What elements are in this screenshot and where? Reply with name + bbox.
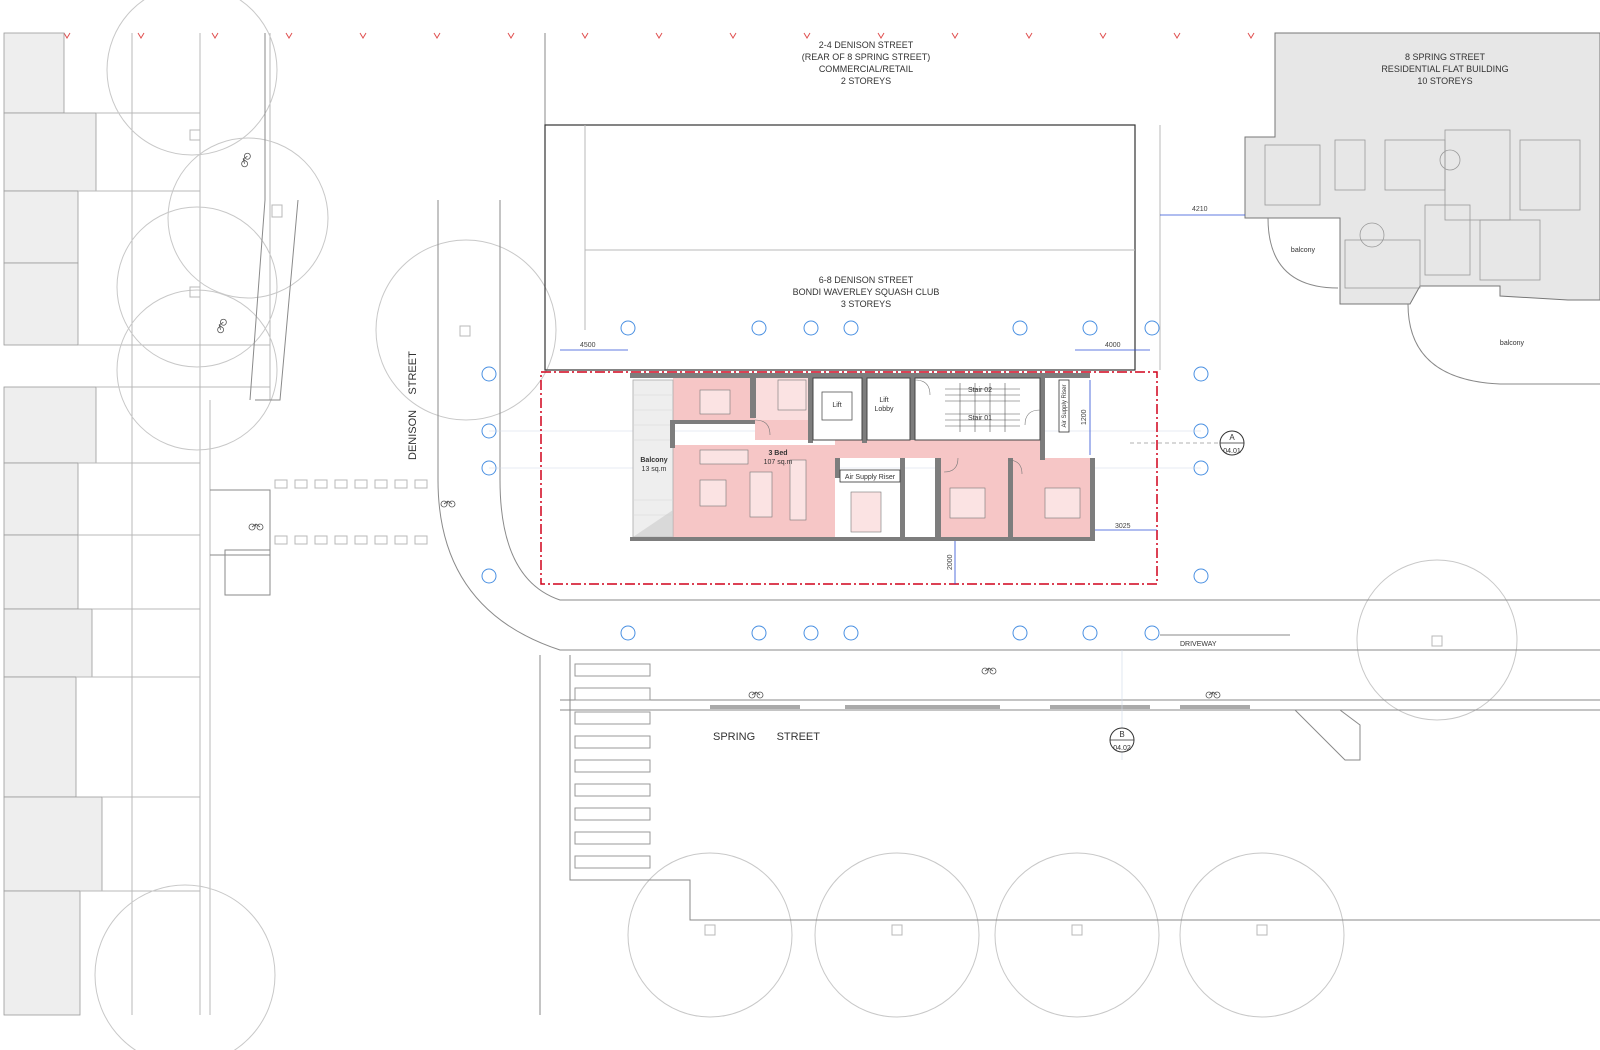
unit-name: 3 Bed bbox=[768, 450, 787, 457]
bicycle-icon bbox=[1205, 691, 1221, 699]
structural-grid-markers bbox=[481, 320, 1209, 641]
svg-text:10 STOREYS: 10 STOREYS bbox=[1417, 76, 1472, 86]
stair-01-label: Stair 01 bbox=[968, 415, 992, 422]
lift-lobby-label-1: Lift bbox=[879, 397, 888, 404]
squash-club-inner-lines bbox=[584, 125, 1161, 370]
svg-text:2 STOREYS: 2 STOREYS bbox=[841, 76, 891, 86]
balcony-label-1: balcony bbox=[1291, 247, 1316, 254]
tree-pits bbox=[189, 129, 1443, 936]
dim-2000: 2000 bbox=[947, 554, 954, 570]
bicycle-icon bbox=[440, 500, 456, 508]
site-boundary bbox=[540, 371, 1158, 585]
unit-area: 107 sq.m bbox=[764, 459, 793, 466]
parking-bays bbox=[274, 479, 428, 545]
spring-street-label: SPRING STREET bbox=[713, 731, 820, 743]
dim-4000: 4000 bbox=[1105, 342, 1121, 349]
section-b-letter: B bbox=[1119, 730, 1124, 739]
section-a-letter: A bbox=[1229, 433, 1235, 442]
kerbs bbox=[210, 33, 1600, 1015]
denison-street-label: DENISON STREET bbox=[407, 351, 419, 460]
dimension-labels: 4500 4000 4210 1200 3025 2000 bbox=[580, 206, 1208, 570]
squash-club-label: 6-8 DENISON STREET BONDI WAVERLEY SQUASH… bbox=[793, 275, 940, 309]
section-marker-a: A 04.01 bbox=[1130, 430, 1245, 456]
western-terraces bbox=[3, 32, 103, 1016]
flat-building bbox=[1244, 32, 1600, 385]
balcony-label-2: balcony bbox=[1500, 340, 1525, 347]
dim-4500: 4500 bbox=[580, 342, 596, 349]
lift-label: Lift bbox=[832, 402, 841, 409]
svg-text:2-4 DENISON STREET: 2-4 DENISON STREET bbox=[819, 40, 914, 50]
section-marker-b: B 04.02 bbox=[1109, 727, 1135, 753]
balcony-area: 13 sq.m bbox=[642, 466, 667, 473]
svg-text:6-8 DENISON STREET: 6-8 DENISON STREET bbox=[819, 275, 914, 285]
air-riser-label-h: Air Supply Riser bbox=[845, 474, 896, 481]
flat-building-label: 8 SPRING STREET RESIDENTIAL FLAT BUILDIN… bbox=[1381, 52, 1508, 86]
svg-text:3 STOREYS: 3 STOREYS bbox=[841, 299, 891, 309]
svg-text:8 SPRING STREET: 8 SPRING STREET bbox=[1405, 52, 1486, 62]
balcony-area bbox=[632, 379, 674, 538]
air-riser-label-v: Air Supply Riser bbox=[1062, 384, 1068, 427]
dim-1200: 1200 bbox=[1081, 409, 1088, 425]
western-property-lines bbox=[76, 33, 271, 1015]
dimension-lines bbox=[560, 214, 1245, 584]
rear-building-label: 2-4 DENISON STREET (REAR OF 8 SPRING STR… bbox=[802, 40, 931, 86]
bicycle-icon bbox=[981, 667, 997, 675]
unit-floor-plan bbox=[630, 373, 1095, 541]
balcony-name: Balcony bbox=[640, 457, 667, 464]
lift-lobby-label-2: Lobby bbox=[874, 406, 894, 413]
svg-text:(REAR OF 8 SPRING STREET): (REAR OF 8 SPRING STREET) bbox=[802, 52, 931, 62]
dim-4210: 4210 bbox=[1192, 206, 1208, 213]
bicycle-icon bbox=[241, 152, 251, 168]
svg-text:RESIDENTIAL FLAT BUILDING: RESIDENTIAL FLAT BUILDING bbox=[1381, 64, 1508, 74]
pedestrian-crossing bbox=[574, 663, 651, 869]
bicycle-icon bbox=[748, 691, 764, 699]
bicycle-icon bbox=[217, 318, 227, 334]
bicycle-icon bbox=[248, 523, 264, 531]
stair-02-label: Stair 02 bbox=[968, 387, 992, 394]
section-b-sheet: 04.02 bbox=[1113, 745, 1131, 752]
street-trees bbox=[94, 0, 1518, 1050]
squash-club-building bbox=[544, 124, 1136, 371]
driveway-label: DRIVEWAY bbox=[1180, 641, 1217, 648]
dim-3025: 3025 bbox=[1115, 523, 1131, 530]
svg-text:BONDI WAVERLEY SQUASH CLUB: BONDI WAVERLEY SQUASH CLUB bbox=[793, 287, 940, 297]
svg-text:COMMERCIAL/RETAIL: COMMERCIAL/RETAIL bbox=[819, 64, 913, 74]
section-a-sheet: 04.01 bbox=[1223, 448, 1241, 455]
